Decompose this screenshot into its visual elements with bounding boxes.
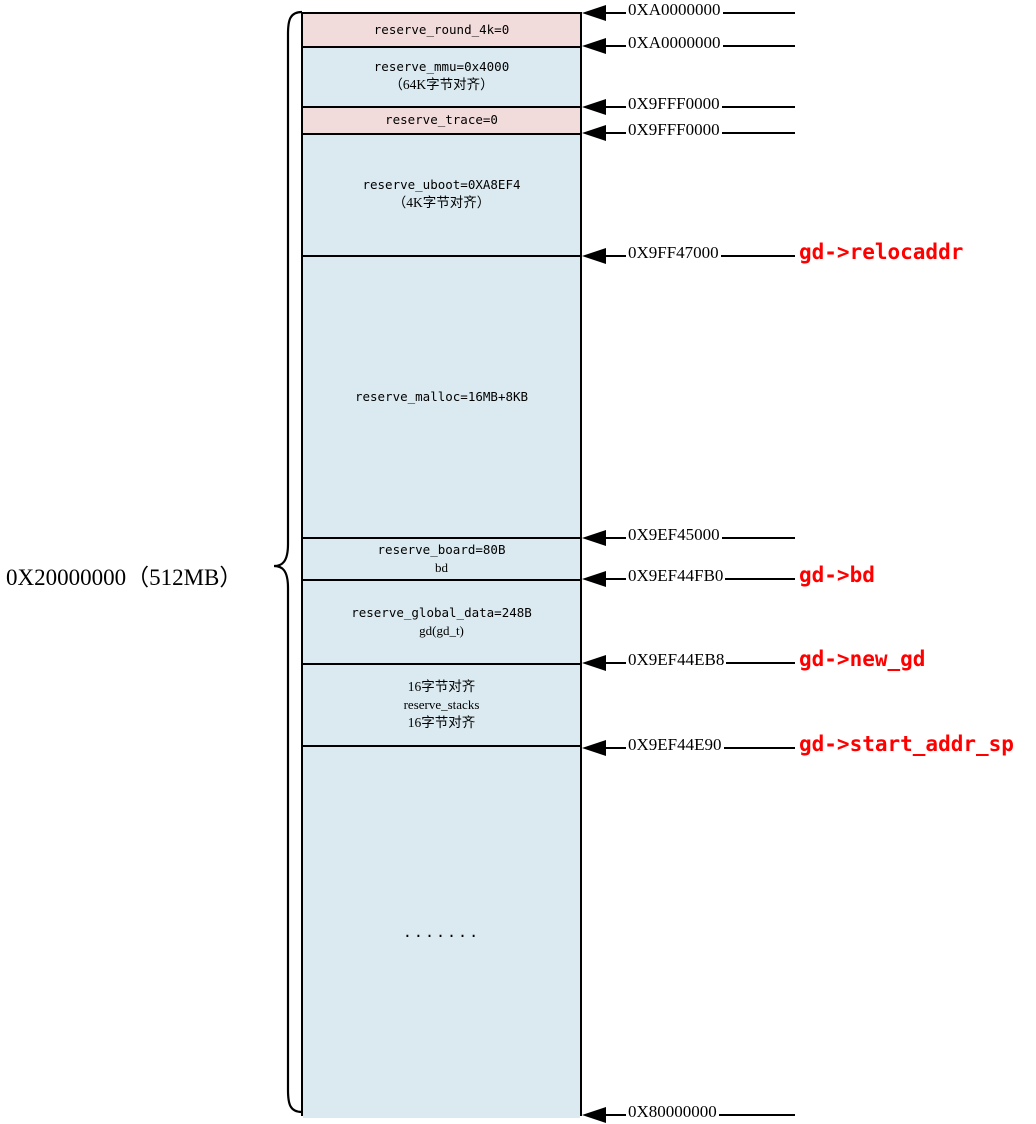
memory-block-reserve_trace: reserve_trace=0 [303,108,580,135]
gd-pointer-label-relocaddr: gd->relocaddr [799,240,964,264]
arrow-left-icon [582,655,606,671]
memory-block-reserve_round_4k-text-1: reserve_round_4k=0 [373,21,510,37]
memory-block-reserve_trace-text-1: reserve_trace=0 [385,112,498,128]
memory-block-reserve_global_data-text-2: gd(gd_t) [419,622,464,638]
memory-block-column: reserve_round_4k=0 reserve_mmu=0x4000 （64K… [301,12,582,1118]
memory-block-free_area: ....... [303,747,580,1118]
total-memory-label: 0X20000000（512MB） [6,565,243,590]
address-label: 0X9EF44FB0 [626,566,726,585]
memory-block-reserve_global_data-text-1: reserve_global_data=248B [351,604,532,620]
arrow-left-icon [582,125,606,141]
memory-block-reserve_mmu-text-1: reserve_mmu=0x4000 [373,59,510,75]
address-label: 0XA0000000 [626,0,723,19]
memory-block-reserve_stacks-text-3: 16字节对齐 [407,714,476,730]
brace-icon [273,10,303,1114]
memory-block-reserve_malloc: reserve_malloc=16MB+8KB [303,257,580,539]
arrow-left-icon [582,740,606,756]
memory-block-reserve_stacks-text-2: reserve_stacks [403,697,480,713]
memory-block-reserve_mmu-text-2: （64K字节对齐） [389,77,494,93]
address-label: 0X9EF44E90 [626,735,724,754]
arrow-left-icon [582,571,606,587]
memory-block-reserve_mmu: reserve_mmu=0x4000 （64K字节对齐） [303,48,580,108]
address-label: 0X9FF47000 [626,243,721,262]
address-label: 0XA0000000 [626,33,723,52]
address-label: 0X9EF45000 [626,525,722,544]
gd-pointer-label-new-gd: gd->new_gd [799,647,926,671]
gd-pointer-label-bd: gd->bd [799,563,875,587]
address-label: 0X9EF44EB8 [626,650,727,669]
memory-block-reserve_uboot-text-1: reserve_uboot=0XA8EF4 [362,177,521,193]
memory-block-reserve_malloc-text-1: reserve_malloc=16MB+8KB [354,388,529,404]
memory-block-free_area-text-1: ....... [402,923,481,942]
memory-block-reserve_uboot: reserve_uboot=0XA8EF4 （4K字节对齐） [303,135,580,257]
arrow-left-icon [582,99,606,115]
memory-block-reserve_board-text-1: reserve_board=80B [377,541,506,557]
address-label: 0X9FFF0000 [626,120,722,139]
memory-block-reserve_stacks-text-1: 16字节对齐 [407,679,476,694]
arrow-left-icon [582,38,606,54]
gd-pointer-label-start-addr-sp: gd->start_addr_sp [799,732,1014,756]
total-range-brace [272,8,304,1116]
memory-block-reserve_uboot-text-2: （4K字节对齐） [392,195,491,211]
arrow-left-icon [582,5,606,21]
address-label: 0X9FFF0000 [626,94,722,113]
memory-block-reserve_global_data: reserve_global_data=248B gd(gd_t) [303,581,580,665]
arrow-left-icon [582,530,606,546]
arrow-left-icon [582,1107,606,1123]
memory-block-reserve_round_4k: reserve_round_4k=0 [303,14,580,48]
arrow-left-icon [582,248,606,264]
address-label: 0X80000000 [626,1102,719,1121]
memory-block-reserve_board-text-2: bd [435,559,448,575]
